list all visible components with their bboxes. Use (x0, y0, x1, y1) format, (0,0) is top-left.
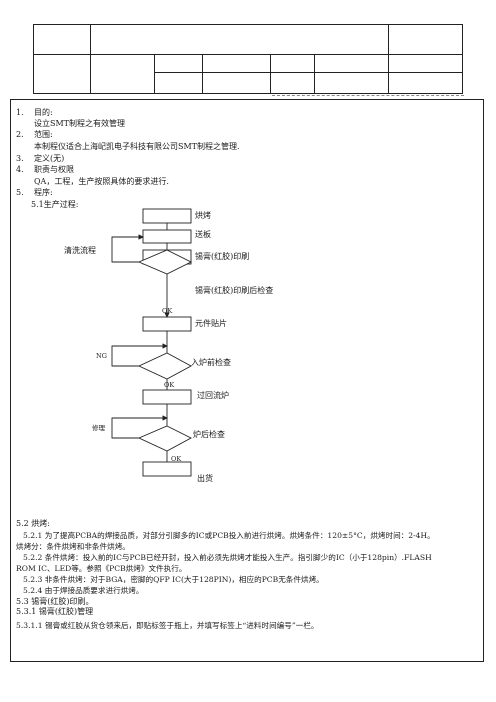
content-box (10, 99, 484, 662)
header-col-divider (270, 54, 271, 93)
section-1-title: 目的: (34, 108, 53, 117)
dashed-separator (272, 95, 464, 96)
section-4-title: 职责与权限 (34, 165, 74, 174)
header-col-divider (90, 25, 91, 93)
header-col-divider (314, 54, 315, 93)
ok-label: OK (171, 455, 182, 463)
decision-post-reflow-check (137, 425, 192, 452)
section-2-title: 范围: (34, 130, 53, 139)
header-row-divider (34, 54, 462, 55)
step-label-load: 送板 (195, 230, 211, 239)
step-label-ship: 出货 (197, 474, 213, 483)
section-1-num: 1. (16, 108, 24, 117)
section-2-num: 2. (16, 130, 24, 139)
ng-loop-line (111, 343, 168, 367)
ok-label: OK (162, 307, 173, 315)
section-1-body: 设立SMT制程之有效管理 (34, 119, 126, 128)
step-box-load (142, 229, 192, 244)
para-5-2-1-line2: 烘烤分：条件烘烤和非条件烘烤。 (16, 542, 130, 551)
step-label-reflow: 过回流炉 (197, 391, 229, 400)
step-box-reflow (142, 389, 192, 405)
step-box-bake (142, 208, 192, 224)
para-5-3-heading: 5.3 锡膏(红胶)印刷。 (16, 597, 94, 606)
section-5-title: 程序: (34, 188, 53, 197)
decision-pre-reflow-check (137, 352, 192, 380)
para-5-2-heading: 5.2 烘烤: (16, 519, 50, 528)
repair-loop-line (111, 415, 168, 439)
para-5-2-1-line1: 5.2.1 为了提高PCBA的焊接品质，对部分引脚多的IC或PCB投入前进行烘烤… (23, 531, 435, 540)
header-col-divider (154, 54, 155, 93)
para-5-3-1-heading: 5.3.1 锡膏(红胶)管理 (16, 607, 94, 616)
header-col-divider (388, 25, 389, 93)
step-label-bake: 烘烤 (195, 211, 211, 220)
step-label-print: 锡膏(红胶)印刷 (195, 252, 250, 261)
clean-loop-line (111, 234, 144, 263)
para-5-2-4: 5.2.4 由于焊接品质要求进行烘烤。 (23, 586, 144, 595)
document-header-table (33, 24, 463, 94)
para-5-2-2-line2: ROM IC、LED等。参照《PCB烘烤》文件执行。 (16, 564, 187, 573)
step-label-print-check: 锡膏(红胶)印刷后检查 (195, 286, 274, 295)
step-label-placement: 元件贴片 (195, 319, 227, 328)
step-box-placement (142, 316, 192, 332)
ok-label: OK (164, 381, 175, 389)
header-col-divider (202, 54, 203, 93)
header-row-divider (154, 72, 462, 73)
step-box-ship (142, 461, 192, 477)
para-5-2-3: 5.2.3 非条件烘烤：对于BGA，密脚的QFP IC(大于128PIN)，相应… (23, 575, 324, 584)
section-4-num: 4. (16, 165, 24, 174)
section-2-body: 本制程仪适合上海屺凯电子科技有限公司SMT制程之管理. (34, 142, 240, 151)
loop-label-repair: 修理 (92, 424, 105, 432)
section-5-body: 5.1生产过程: (31, 200, 79, 209)
step-label-post-reflow-check: 炉后检查 (193, 430, 225, 439)
loop-label-clean: 清洗流程 (64, 246, 96, 255)
loop-label-ng: NG (96, 352, 107, 360)
para-5-3-1-1: 5.3.1.1 锡膏或红胶从货仓领来后，即贴标签于瓶上，并填写标签上“进料时间编… (16, 621, 319, 630)
section-4-body: QA，工程，生产按照具体的要求进行. (34, 177, 169, 186)
section-3-title: 定义(无) (34, 154, 65, 163)
section-5-num: 5. (16, 188, 24, 197)
para-5-2-2-line1: 5.2.2 条件烘烤：投入前的IC与PCB已经开封，投入前必须先烘烤才能投入生产… (23, 553, 432, 562)
step-label-pre-reflow-check: 入炉前检查 (191, 358, 231, 367)
section-3-num: 3. (16, 154, 24, 163)
